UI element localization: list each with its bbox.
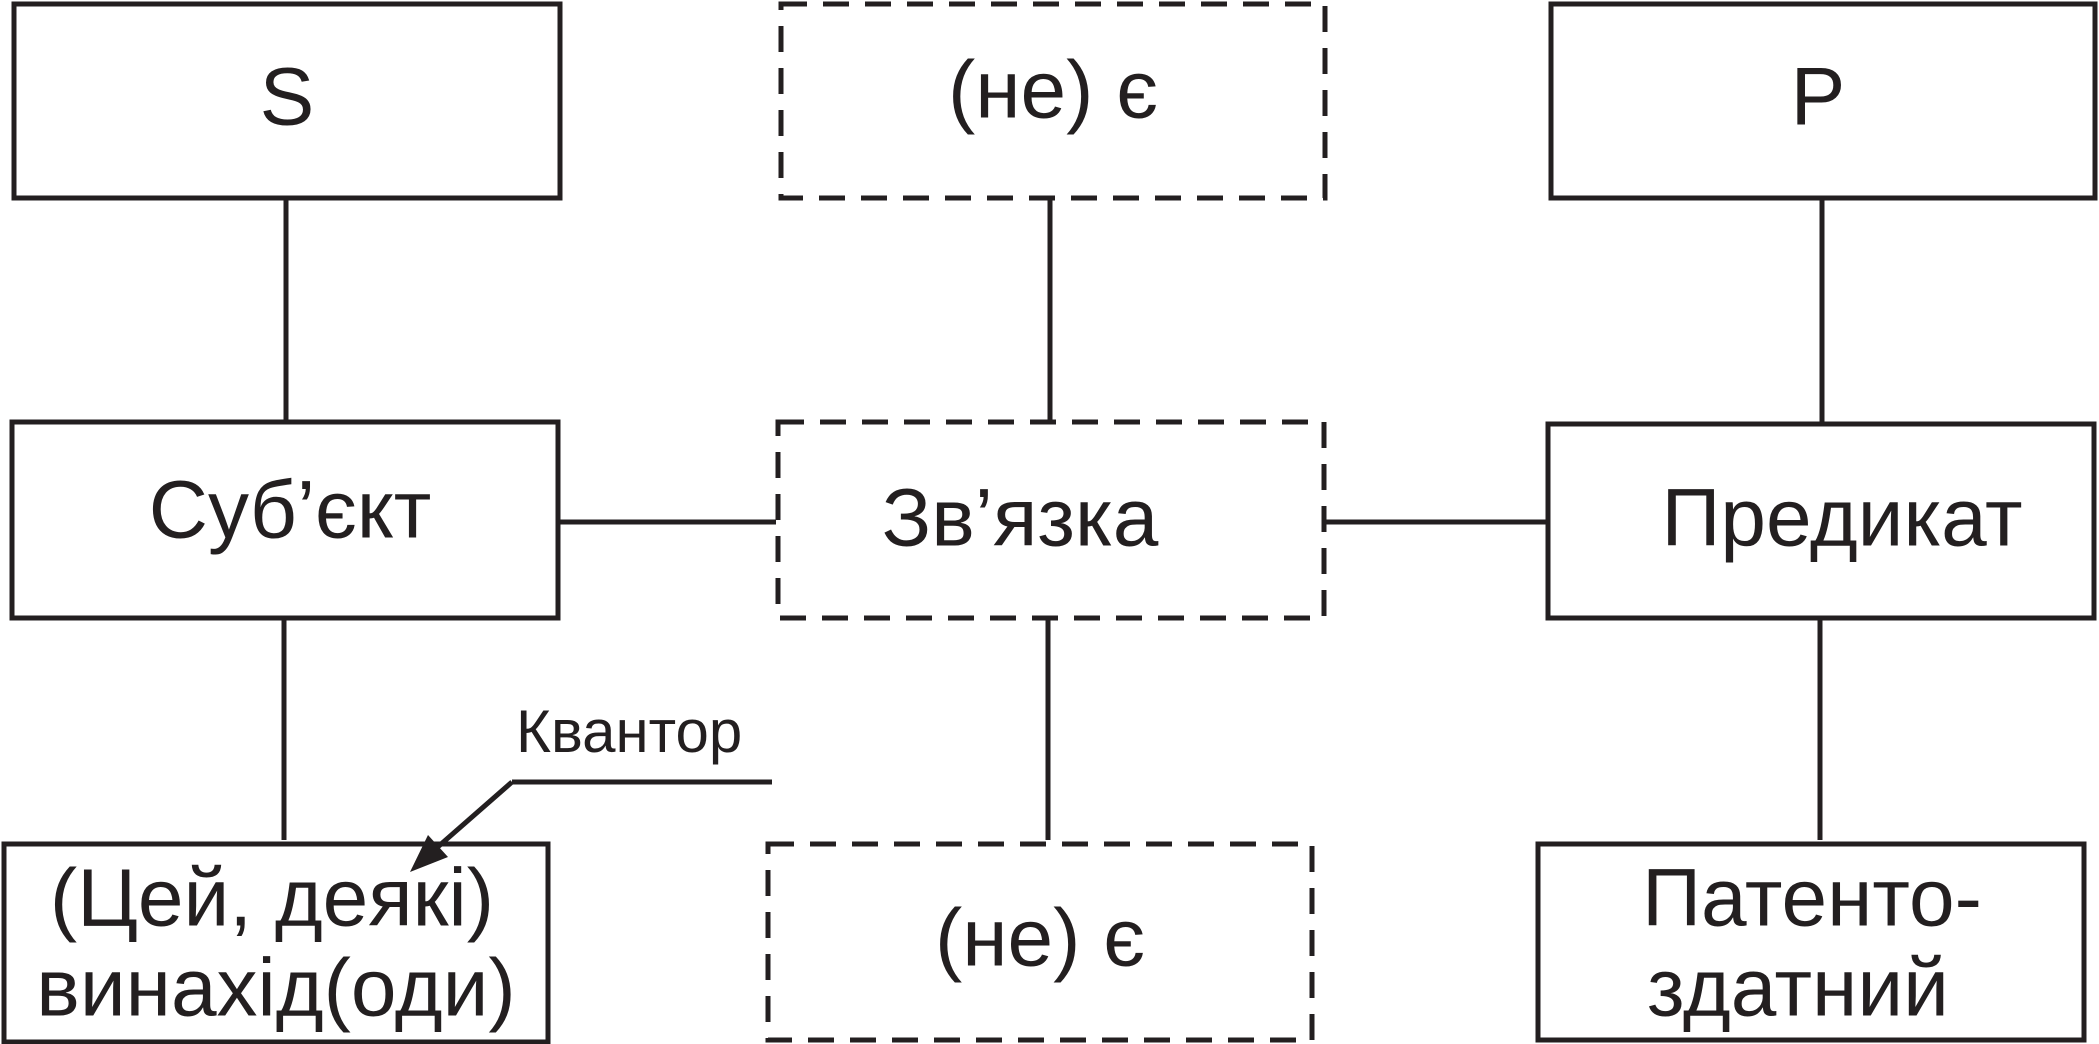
- s-box: S: [11, 1, 563, 201]
- subject-label: Суб’єкт: [149, 465, 432, 556]
- subject-example-box: (Цей, деякі) винахід(оди): [1, 841, 551, 1044]
- copula-bottom-box: (не) є: [765, 841, 1315, 1043]
- predicate-example-line1: Патенто-: [1642, 853, 1982, 944]
- copula-label: Зв’язка: [882, 473, 1159, 564]
- s-label: S: [260, 52, 315, 143]
- copula-bottom-label: (не) є: [935, 893, 1145, 984]
- p-label: P: [1791, 52, 1846, 143]
- quantifier-arrowhead: [410, 835, 448, 872]
- predicate-example-box: Патенто- здатний: [1535, 841, 2087, 1043]
- p-box: P: [1548, 1, 2098, 201]
- quantifier-annotation: Квантор: [410, 698, 772, 872]
- predicate-box: Предикат: [1545, 421, 2097, 621]
- copula-top-label: (не) є: [948, 45, 1158, 136]
- copula-top-box: (не) є: [778, 1, 1328, 201]
- predicate-label: Предикат: [1661, 473, 2022, 564]
- quantifier-label: Квантор: [516, 698, 742, 765]
- subject-example-line1: (Цей, деякі): [50, 853, 494, 944]
- subject-example-line2: винахід(оди): [36, 943, 515, 1034]
- copula-box: Зв’язка: [775, 419, 1327, 621]
- predicate-example-line2: здатний: [1647, 943, 1949, 1034]
- quantifier-pointer-line: [430, 780, 514, 854]
- subject-box: Суб’єкт: [9, 419, 561, 621]
